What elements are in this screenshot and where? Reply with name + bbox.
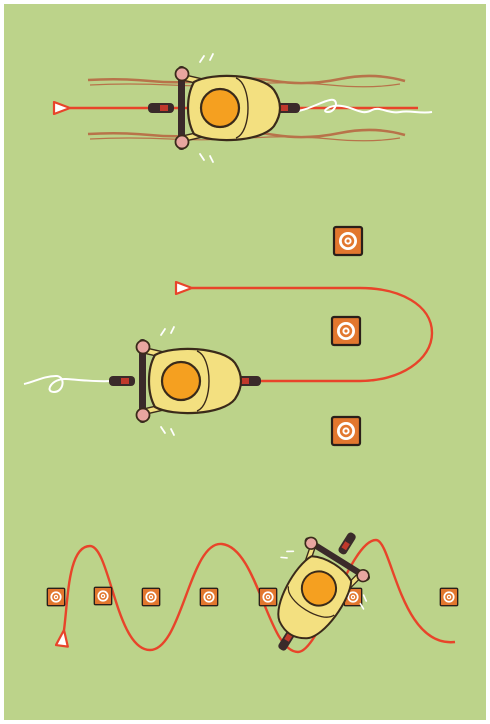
cone-icon xyxy=(440,588,457,605)
cone-icon xyxy=(259,588,276,605)
cone-icon xyxy=(200,588,217,605)
cone-icon xyxy=(334,227,362,255)
cone-icon xyxy=(47,588,64,605)
cone-icon xyxy=(94,587,111,604)
cone-icon xyxy=(332,417,360,445)
cone-icon xyxy=(142,588,159,605)
cone-icon xyxy=(332,317,360,345)
